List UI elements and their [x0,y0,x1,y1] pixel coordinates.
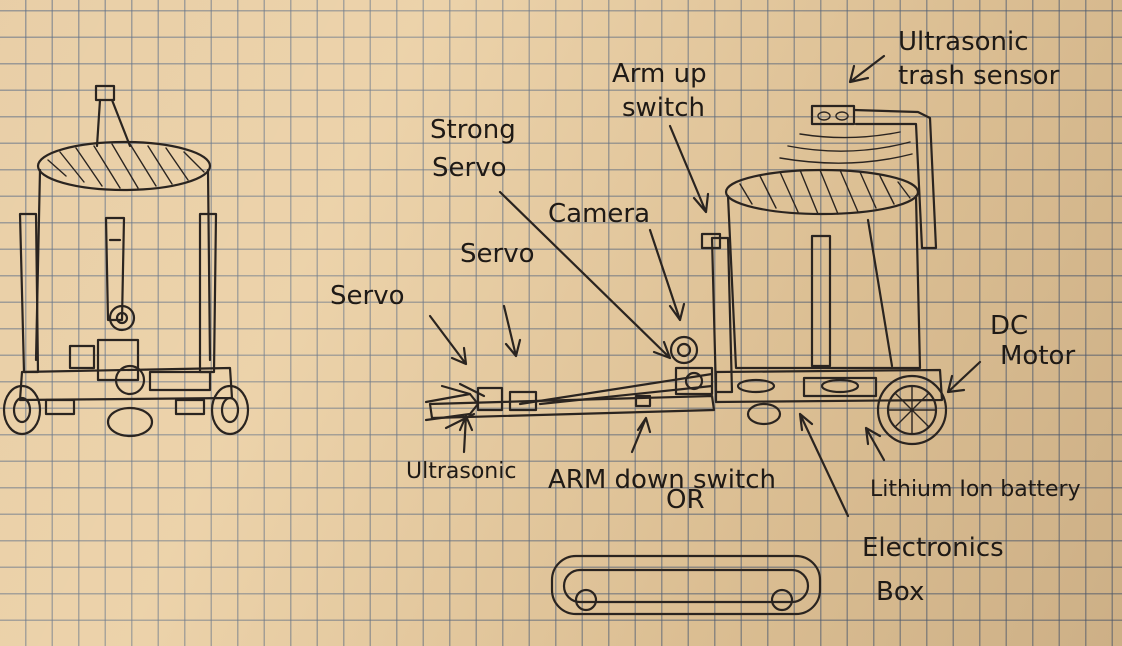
annotations: Ultrasonic trash sensor Arm up switch St… [330,27,1081,607]
arrow-battery [866,428,884,460]
side-bin-body [728,196,920,368]
label-arm-down-line1: ARM down switch [548,465,776,495]
arm-support-post [712,238,732,392]
arrow-ultrasonic [460,416,472,452]
arrow-dc-motor [948,362,980,392]
label-electronics-box-line2: Box [876,577,924,607]
servo-1-block [478,388,502,410]
side-caster [748,404,780,424]
track-outer [552,556,820,614]
label-ultrasonic: Ultrasonic [406,459,516,484]
label-trash-sensor-line2: trash sensor [898,61,1060,91]
label-trash-sensor-line1: Ultrasonic [898,27,1029,57]
label-dc-motor-line2: Motor [1000,341,1075,371]
arrow-servo-left [430,316,466,364]
label-strong-servo-line2: Servo [432,153,506,183]
arrow-trash-sensor [850,56,884,82]
front-center-column [106,218,124,320]
camera-body [671,337,697,363]
label-arm-up-line1: Arm up [612,59,707,89]
label-arm-up-line2: switch [622,93,705,123]
front-sensor-head [96,86,114,100]
label-dc-motor-line1: DC [990,311,1028,341]
wheel-spokes [888,386,936,434]
electronics-box-slot-2 [822,380,858,392]
arrow-arm-up-switch [670,126,708,212]
electronics-box-slot-1 [738,380,774,392]
front-right-wheel [212,386,248,434]
label-servo-left: Servo [330,281,404,311]
arrow-arm-down-switch [632,418,650,452]
label-arm-down-line2: OR [666,485,705,515]
track-wheel-right [772,590,792,610]
side-bin-column [812,236,830,366]
trash-sensor-mount [854,110,936,248]
front-lid-hatching [48,144,204,188]
side-lid-hatching [740,170,910,214]
arrow-camera [650,230,684,320]
front-view-robot [4,86,248,436]
front-caster [108,408,152,436]
arrow-electronics-box [800,414,848,516]
track-sketch [552,556,820,614]
label-lithium-battery: Lithium Ion battery [870,477,1081,502]
label-servo-upper: Servo [460,239,534,269]
arrow-servo-upper [504,306,520,356]
front-sensor-post [97,100,130,146]
label-strong-servo-line1: Strong [430,115,516,145]
front-bin-lid [38,142,210,190]
front-box [70,346,94,368]
label-electronics-box-line1: Electronics [862,533,1004,563]
label-camera: Camera [548,199,650,229]
sensor-waves [780,132,912,163]
track-wheel-left [576,590,596,610]
front-left-wheel [4,386,40,434]
